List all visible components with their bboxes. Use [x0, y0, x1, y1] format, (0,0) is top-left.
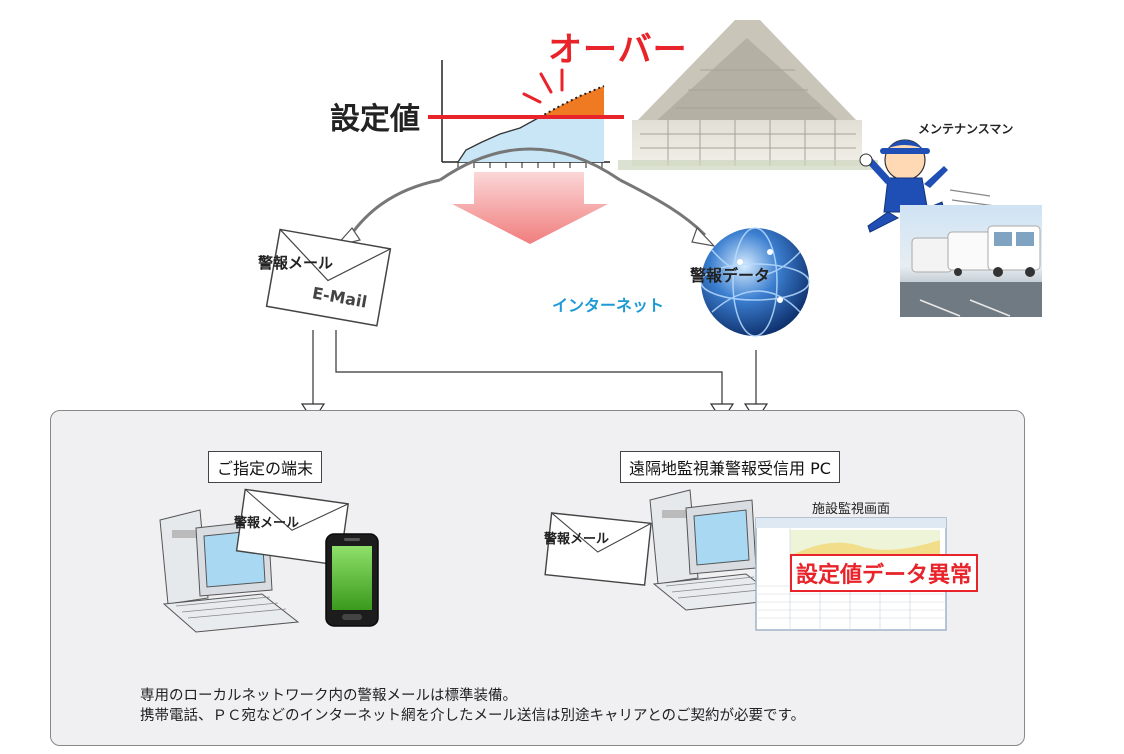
facility-screen-title: 施設監視画面	[812, 502, 891, 517]
panel-right-mail-label: 警報メール	[544, 532, 610, 547]
flow-arc-left	[348, 178, 441, 237]
desktop-computer-icon-right	[649, 489, 782, 611]
envelope-icon-panel-left	[235, 488, 349, 567]
chart-ticks	[457, 162, 603, 168]
remote-pc-label: 遠隔地監視兼警報受信用 PC	[620, 451, 840, 483]
alert-data-label: 警報データ	[690, 266, 771, 285]
down-arrow-icon	[452, 172, 608, 244]
over-label: オーバー	[548, 30, 688, 70]
service-vans-photo	[900, 205, 1042, 317]
envelope-icon-panel-right	[544, 512, 652, 586]
chart-usage-line	[457, 116, 541, 163]
footnote-line-2: 携帯電話、ＰＣ宛などのインターネット網を介したメール送信は別途キャリアとのご契約…	[140, 708, 806, 724]
footnote-line-1: 専用のローカルネットワーク内の警報メールは標準装備。	[140, 688, 517, 704]
designated-terminal-label: ご指定の端末	[208, 451, 323, 483]
envelope-icon	[265, 228, 392, 327]
connector-lines	[312, 330, 757, 404]
chart-alert-sparks	[522, 68, 564, 104]
smartphone-icon	[325, 533, 379, 627]
flow-arc-top	[439, 147, 621, 182]
traditional-house-image	[618, 20, 878, 170]
chart-over-area	[540, 86, 604, 117]
alert-mail-label: 警報メール	[258, 254, 334, 272]
internet-label: インターネット	[552, 296, 665, 315]
panel-left-mail-label: 警報メール	[234, 516, 300, 531]
globe-icon	[700, 227, 810, 337]
chart-over-dotted	[539, 85, 605, 118]
setpoint-label: 設定値	[330, 102, 420, 137]
maintenance-man-label: メンテナンスマン	[918, 122, 1014, 136]
setpoint-alert-badge: 設定値データ異常	[790, 554, 979, 592]
desktop-computer-icon-left	[159, 509, 300, 633]
